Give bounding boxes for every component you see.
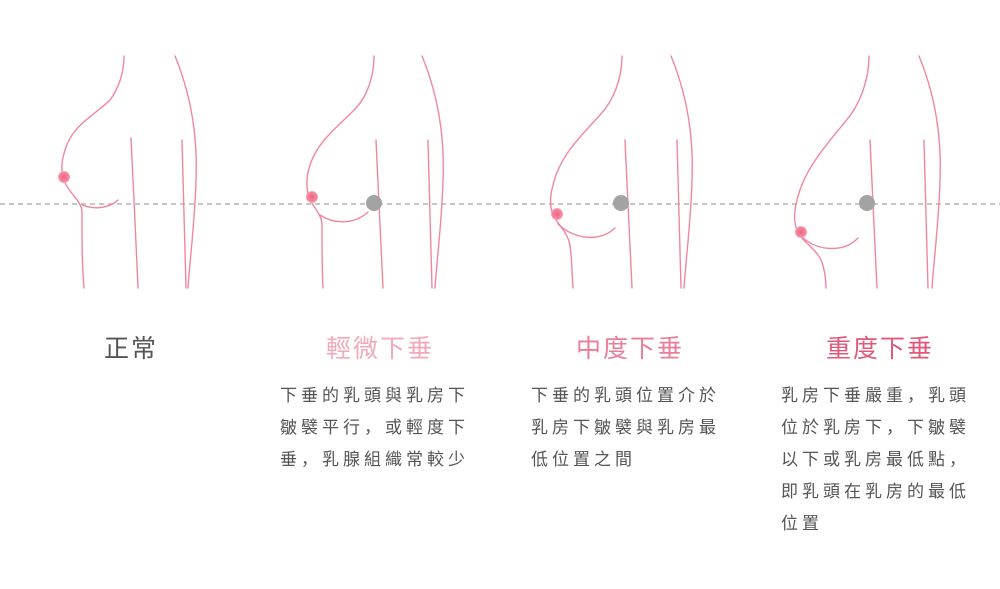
description-line: 低位置之間	[531, 450, 636, 470]
figure-severe	[793, 55, 941, 289]
description-line: 下垂的乳頭位置介於	[531, 386, 720, 406]
description-line: 乳房下垂嚴重，乳頭	[781, 386, 970, 406]
ptosis-stage-illustrations	[0, 55, 1000, 289]
stage-label-moderate: 中度下垂	[576, 334, 685, 363]
figure-mild-arm-contour	[375, 139, 384, 289]
stage-label-severe: 重度下垂	[826, 334, 935, 363]
figure-moderate-arm-contour	[624, 139, 633, 289]
description-line: 即乳頭在乳房的最低	[781, 482, 970, 502]
figure-normal-underside-contour	[81, 199, 119, 209]
figure-severe-arm-contour	[869, 139, 878, 289]
description-line: 垂，乳腺組織常較少	[280, 450, 469, 470]
stage-description-mild: 下垂的乳頭與乳房下 皺襞平行，或輕度下 垂，乳腺組織常較少	[280, 380, 500, 476]
figure-mild-front-contour	[306, 55, 375, 289]
figure-severe-arm-inner-contour	[923, 139, 929, 289]
description-line: 以下或乳房最低點，	[781, 450, 970, 470]
figure-moderate-front-contour	[549, 55, 623, 289]
figure-mild-underside-contour	[319, 211, 369, 223]
figure-moderate-back-contour	[670, 55, 693, 289]
figure-normal-arm-contour	[130, 137, 139, 289]
figure-moderate	[549, 55, 693, 289]
figure-normal-back-contour	[174, 55, 197, 289]
figure-normal-arm-inner-contour	[181, 139, 187, 289]
description-line: 皺襞平行，或輕度下	[280, 418, 469, 438]
stage-label-normal: 正常	[104, 334, 159, 363]
figure-mild-fold-reference-dot	[366, 195, 382, 211]
description-line: 下垂的乳頭與乳房下	[280, 386, 469, 406]
stage-description-severe: 乳房下垂嚴重，乳頭 位於乳房下，下皺襞 以下或乳房最低點， 即乳頭在乳房的最低 …	[781, 380, 996, 540]
figure-normal	[58, 55, 197, 289]
figure-severe-underside-contour	[802, 237, 859, 250]
figure-normal-front-contour	[61, 55, 125, 289]
figure-moderate-underside-contour	[557, 223, 616, 239]
figure-moderate-fold-reference-dot	[613, 195, 629, 211]
description-line: 乳房下皺襞與乳房最	[531, 418, 720, 438]
figure-severe-back-contour	[918, 55, 941, 289]
figure-severe-fold-reference-dot	[859, 195, 875, 211]
figure-mild	[306, 55, 444, 289]
stage-label-mild: 輕微下垂	[326, 334, 435, 363]
figure-mild-back-contour	[421, 55, 444, 289]
figure-severe-front-contour	[793, 55, 870, 289]
figure-moderate-arm-inner-contour	[676, 139, 682, 289]
stage-description-moderate: 下垂的乳頭位置介於 乳房下皺襞與乳房最 低位置之間	[531, 380, 751, 476]
description-line: 位置	[781, 514, 823, 534]
description-line: 位於乳房下，下皺襞	[781, 418, 970, 438]
figure-mild-arm-inner-contour	[427, 139, 433, 289]
